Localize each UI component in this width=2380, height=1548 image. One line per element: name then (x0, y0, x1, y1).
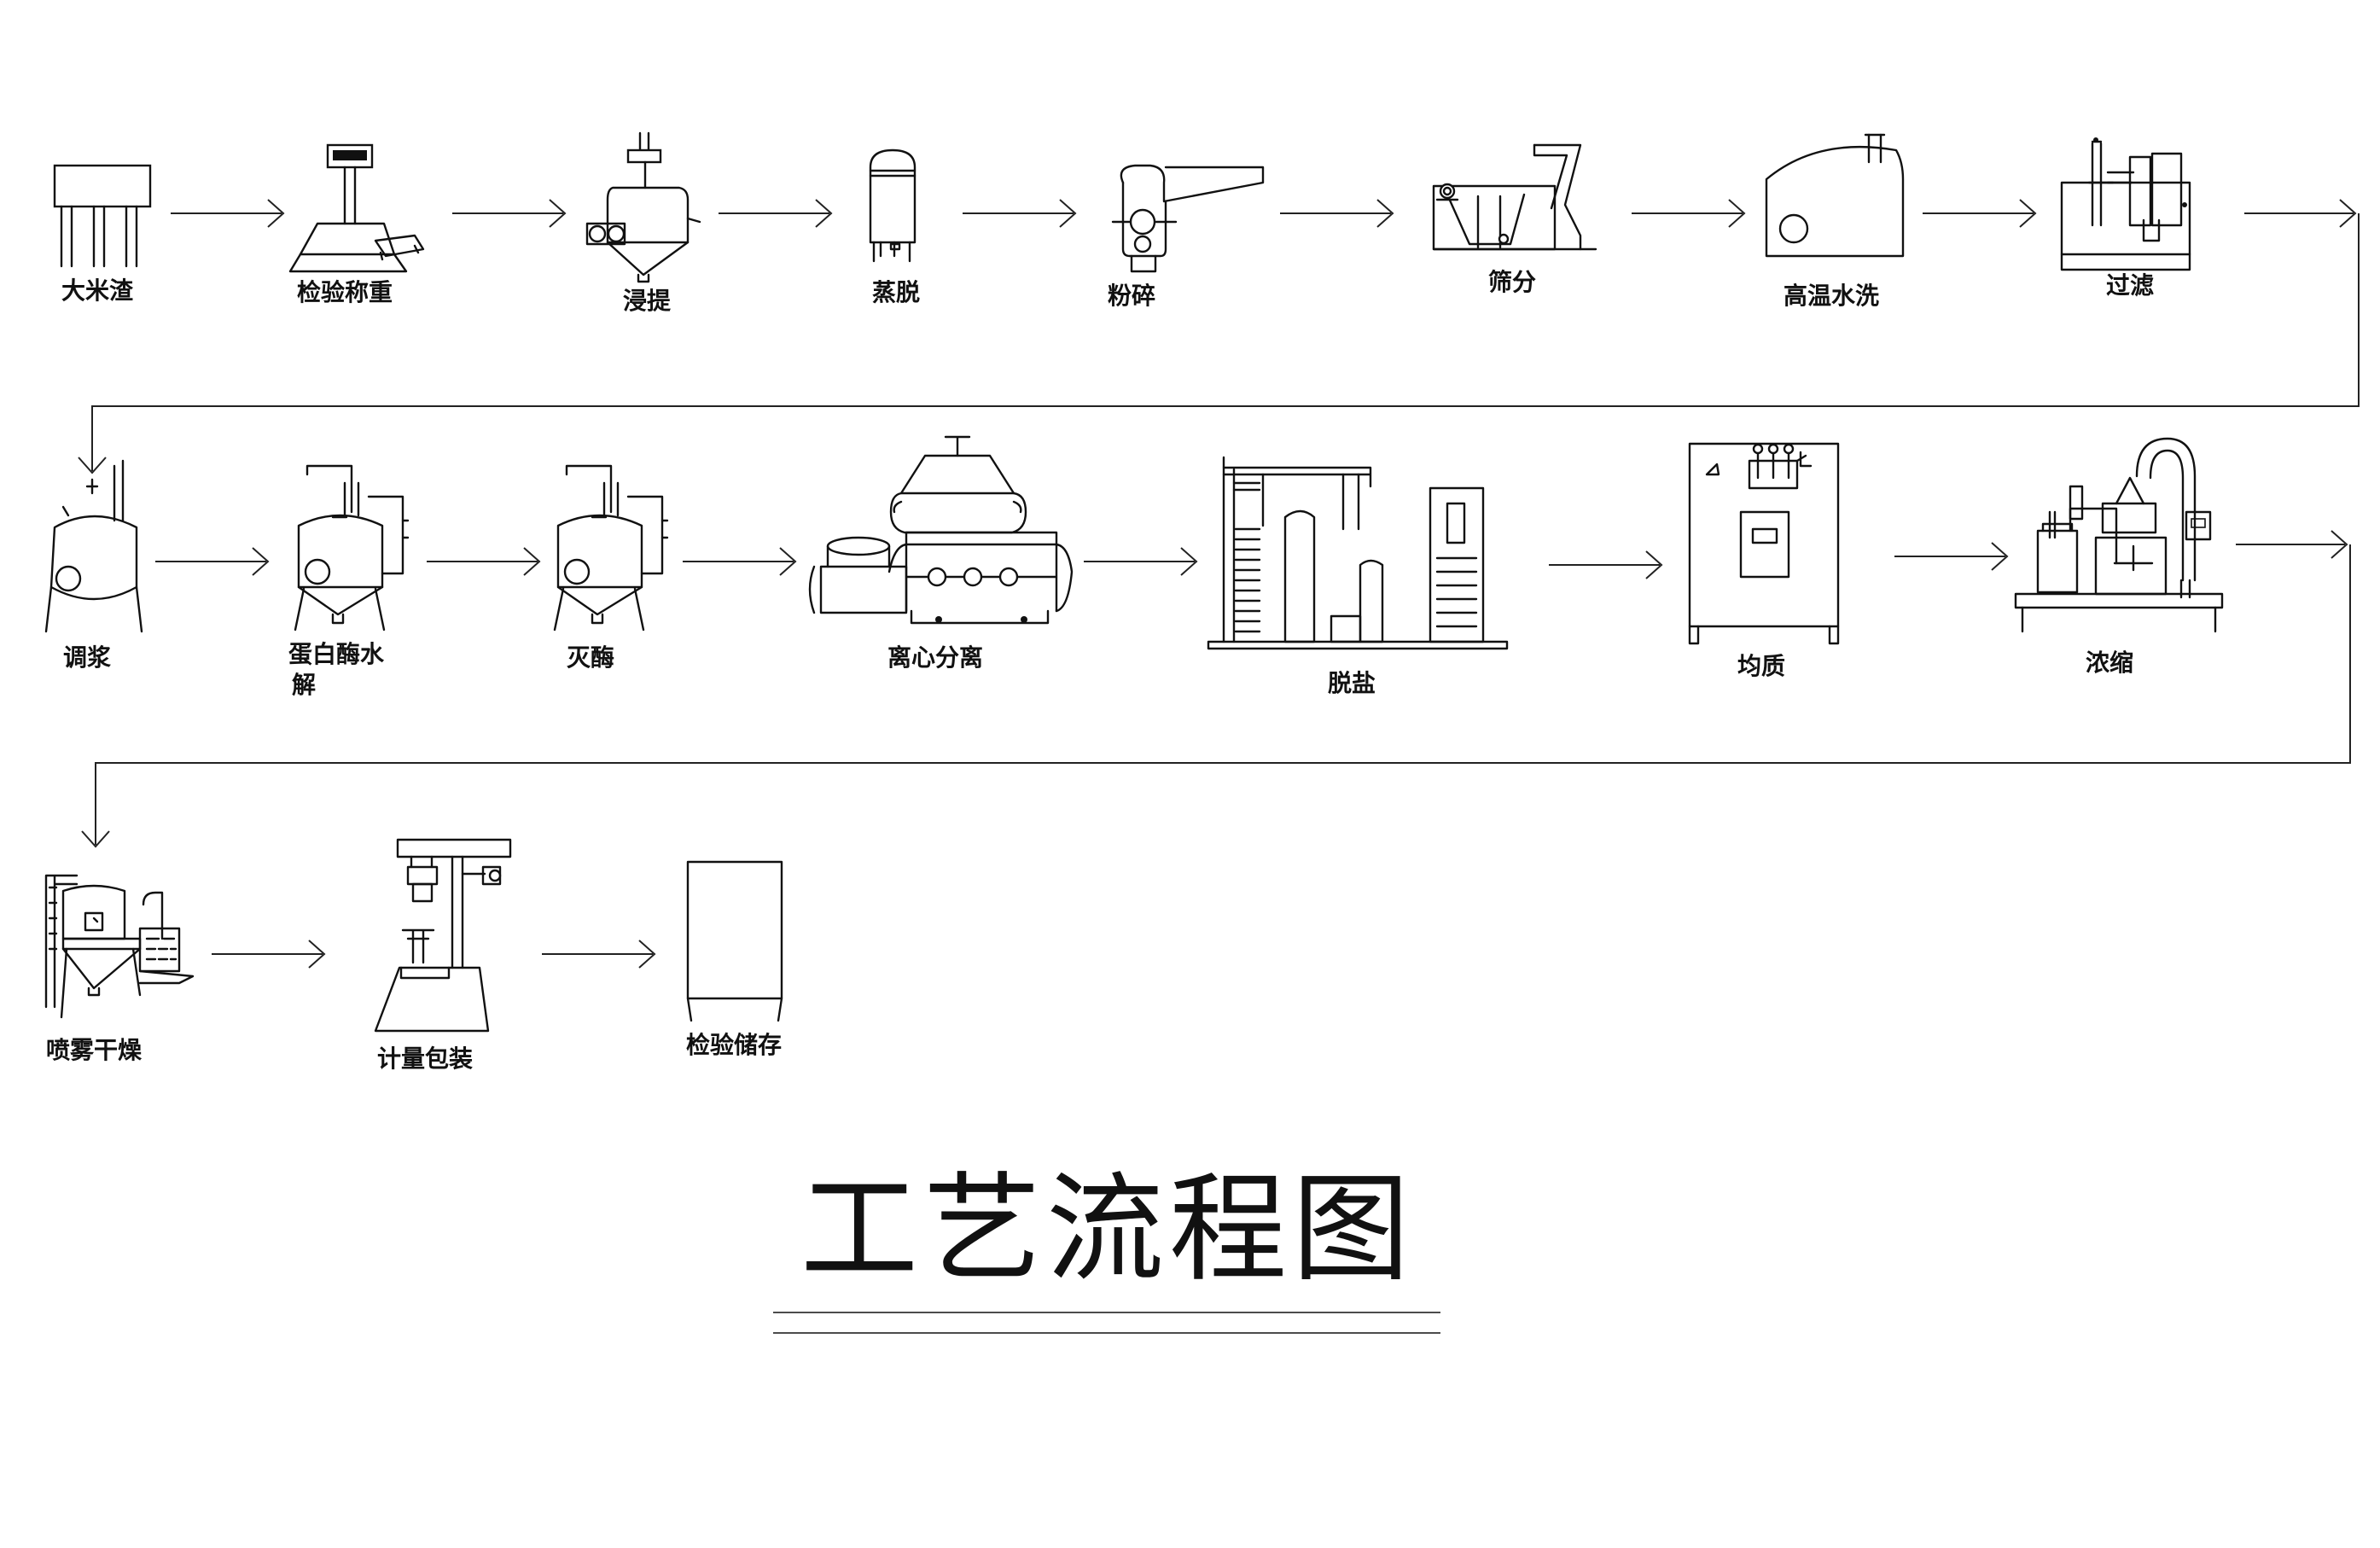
arrow-7-8 (1923, 199, 2037, 228)
concentrator-icon (2014, 437, 2224, 633)
arrow-17-18 (542, 940, 656, 969)
hot-water-wash-tank-icon (1765, 133, 1905, 258)
label-grinding: 粉碎 (1108, 282, 1155, 310)
label-inspect-weigh: 检验称重 (297, 278, 393, 306)
arrow-13-14 (1549, 550, 1663, 579)
label-homogenization: 均质 (1737, 652, 1785, 680)
mixing-tank-icon (44, 459, 143, 633)
enzyme-deactivation-tank-icon (553, 464, 669, 631)
storage-cabinet-icon (686, 860, 783, 1022)
arrow-5-6 (1280, 199, 1394, 228)
label-rice-residue: 大米渣 (61, 276, 134, 305)
label-extraction: 浸提 (623, 287, 672, 315)
rice-residue-hopper-icon (53, 164, 152, 268)
label-centrifugation: 离心分离 (887, 643, 983, 672)
steam-desolventizer-icon (869, 148, 917, 263)
arrow-1-2 (171, 199, 285, 228)
label-protease-hydrolysis-2: 解 (292, 671, 316, 699)
label-filtration: 过滤 (2106, 271, 2154, 300)
label-spray-drying: 喷雾干燥 (46, 1036, 143, 1064)
desalination-unit-icon (1207, 456, 1509, 650)
arrow-6-7 (1632, 199, 1746, 228)
packaging-machine-icon (374, 838, 512, 1033)
arrow-2-3 (452, 199, 567, 228)
label-sieving: 筛分 (1488, 268, 1536, 296)
arrow-9-10 (155, 547, 270, 576)
arrow-10-11 (427, 547, 541, 576)
homogenizer-icon (1688, 442, 1840, 645)
grinder-icon (1111, 164, 1265, 273)
spray-dryer-icon (44, 874, 195, 1019)
centrifuge-icon (808, 435, 1074, 625)
label-protease-hydrolysis-1: 蛋白酶水 (288, 640, 385, 668)
step-labels: 大米渣 检验称重 浸提 蒸脱 粉碎 筛分 高温水洗 过滤 调浆 蛋白酶水 解 灭… (46, 268, 2154, 1073)
filter-unit-icon (2060, 137, 2191, 271)
flow-arrows (78, 199, 2360, 969)
diagram-title-block: 工艺流程图 (773, 1161, 1440, 1334)
diagram-title: 工艺流程图 (800, 1161, 1415, 1298)
label-slurry-mixing: 调浆 (63, 643, 112, 672)
label-metering-packaging: 计量包装 (377, 1045, 473, 1073)
arrow-14-15 (1894, 542, 2009, 571)
extraction-tank-icon (585, 131, 701, 283)
arrow-16-17 (212, 940, 326, 969)
label-hot-water-wash: 高温水洗 (1784, 282, 1879, 310)
weighing-scale-icon (288, 143, 425, 273)
arrow-11-12 (683, 547, 797, 576)
arrow-15-16-wrap (81, 530, 2351, 848)
sifter-icon (1432, 143, 1597, 251)
arrow-12-13 (1084, 547, 1198, 576)
label-steam-desolventize: 蒸脱 (872, 278, 920, 306)
arrow-3-4 (719, 199, 833, 228)
label-desalination: 脱盐 (1328, 669, 1376, 697)
label-inspection-storage: 检验储存 (686, 1031, 782, 1059)
label-enzyme-deactivation: 灭酶 (567, 643, 614, 672)
label-concentration: 浓缩 (2086, 649, 2133, 677)
arrow-8-9-wrap (78, 199, 2360, 474)
enzyme-hydrolysis-tank-icon (294, 464, 410, 631)
arrow-4-5 (963, 199, 1077, 228)
